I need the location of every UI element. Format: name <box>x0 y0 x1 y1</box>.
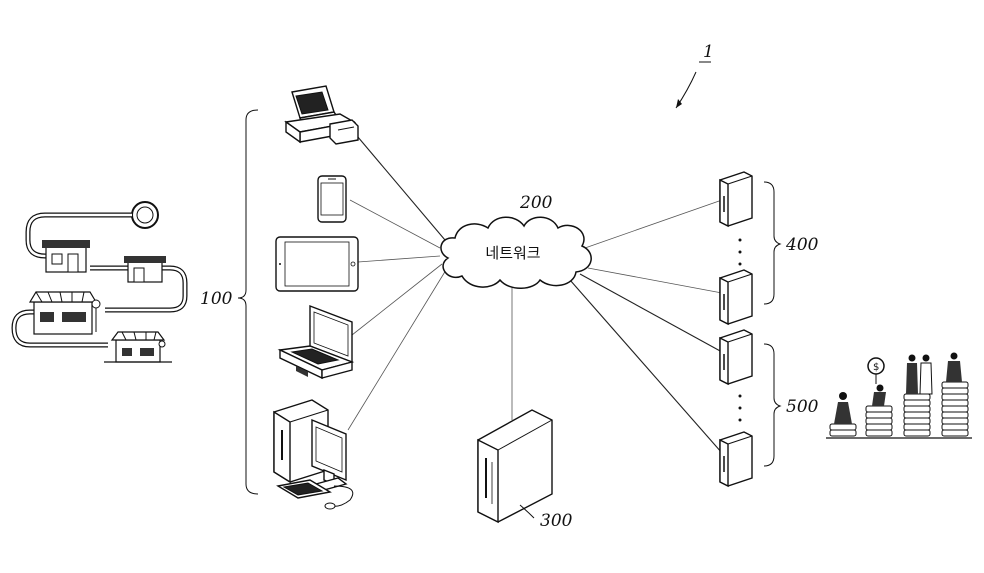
clients-label: 100 <box>200 289 233 309</box>
servers-400-label: 400 <box>785 235 819 255</box>
ellipsis-dots <box>739 239 742 266</box>
server-unit <box>720 270 752 324</box>
coin-stack <box>942 382 968 436</box>
server-icon <box>478 410 552 522</box>
coin-stack <box>866 406 892 436</box>
pos-terminal-icon <box>286 86 358 144</box>
connection-lines <box>348 130 722 453</box>
servers-500-label: 500 <box>786 397 819 417</box>
system-arrow <box>676 62 711 108</box>
coin-stack <box>904 394 930 436</box>
server-unit <box>720 330 752 384</box>
store-route-illustration <box>14 202 185 362</box>
smartphone-icon <box>318 176 346 222</box>
tablet-icon <box>276 237 358 291</box>
svg-text:$: $ <box>873 362 879 373</box>
finance-growth-illustration: $ <box>826 353 972 439</box>
client-brace <box>238 110 258 494</box>
server-label: 300 <box>540 511 573 531</box>
system-label: 1 <box>703 42 714 62</box>
server-unit <box>720 172 752 226</box>
server-group-400 <box>720 172 780 324</box>
server-group-500 <box>720 330 780 486</box>
laptop-icon <box>280 306 352 378</box>
desktop-computer-icon <box>274 400 353 509</box>
network-label: 200 <box>519 193 553 213</box>
server-unit <box>720 432 752 486</box>
ellipsis-dots <box>739 395 742 422</box>
coin-stack <box>830 424 856 436</box>
network-name: 네트워크 <box>485 244 540 262</box>
